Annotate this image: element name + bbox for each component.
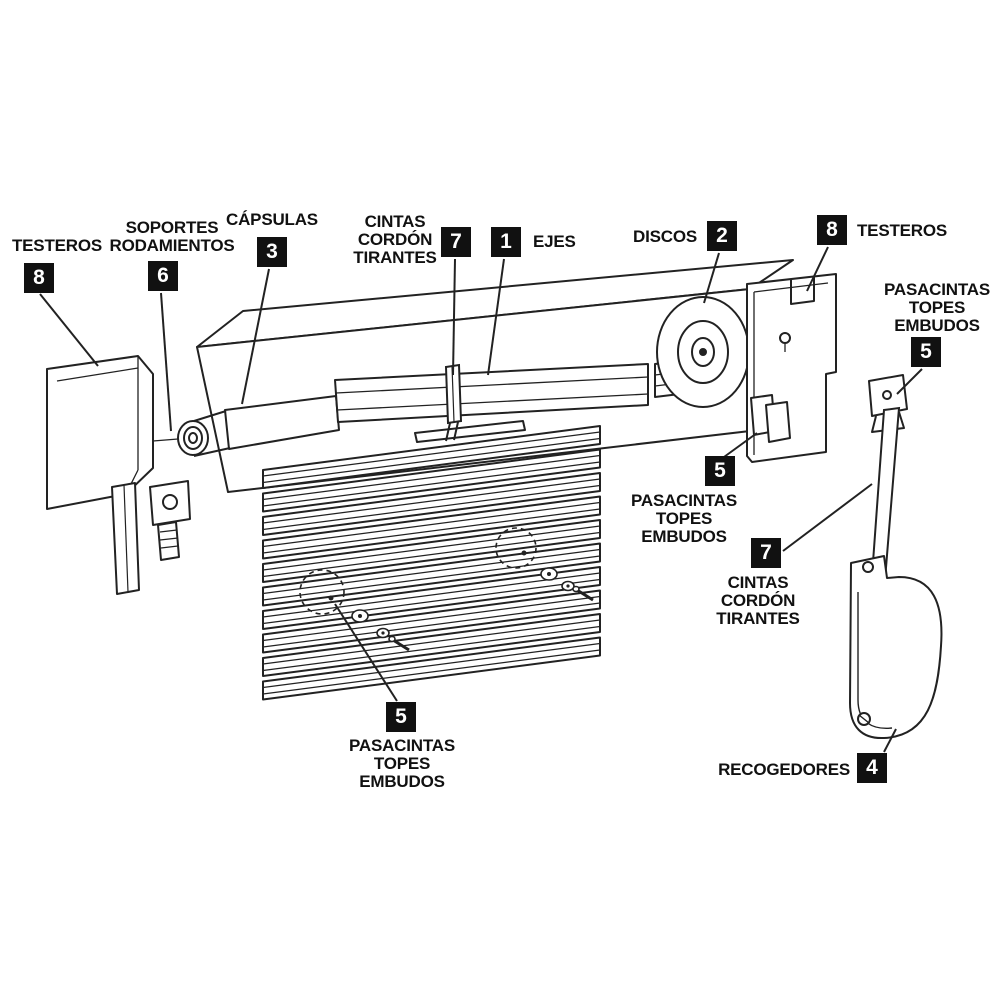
label-discos: DISCOS — [628, 228, 702, 246]
label-line: PASACINTAS — [349, 736, 455, 755]
label-line: CINTAS — [364, 212, 426, 231]
label-line: CORDÓN — [720, 591, 796, 610]
label-ejes: EJES — [533, 233, 603, 251]
badge-discos: 2 — [707, 221, 737, 251]
label-line: RECOGEDORES — [718, 760, 850, 779]
label-line: TOPES — [655, 509, 713, 528]
badge-capsulas: 3 — [257, 237, 287, 267]
badge-soportes-rodamientos: 6 — [148, 261, 178, 291]
label-line: TESTEROS — [857, 221, 948, 240]
label-line: EJES — [533, 232, 576, 251]
label-line: EMBUDOS — [359, 772, 445, 791]
label-pasacintas-bottom: PASACINTAS TOPES EMBUDOS — [340, 737, 464, 791]
label-line: TIRANTES — [716, 609, 800, 628]
label-line: SOPORTES — [125, 218, 219, 237]
fastener-markers-drawing — [299, 527, 594, 652]
badge-ejes: 1 — [491, 227, 521, 257]
pasacintas-funnel-drawing — [750, 394, 791, 443]
badge-testeros-left: 8 — [24, 263, 54, 293]
label-capsulas: CÁPSULAS — [222, 211, 322, 229]
label-pasacintas-right: PASACINTAS TOPES EMBUDOS — [878, 281, 996, 335]
label-line: EMBUDOS — [894, 316, 980, 335]
label-soportes-rodamientos: SOPORTES RODAMIENTOS — [108, 219, 236, 255]
left-testero-drawing — [46, 355, 154, 510]
label-line: CÁPSULAS — [226, 210, 318, 229]
label-line: TESTEROS — [11, 236, 103, 255]
label-line: DISCOS — [633, 227, 697, 246]
label-line: RODAMIENTOS — [109, 236, 235, 255]
bearing-support-drawing — [149, 438, 191, 561]
label-line: EMBUDOS — [641, 527, 727, 546]
support-post-drawing — [111, 482, 140, 595]
capsule-bearing-drawing — [177, 410, 231, 457]
badge-cintas-cordon-tirantes-right: 7 — [751, 538, 781, 568]
label-line: PASACINTAS — [631, 491, 737, 510]
label-recogedores: RECOGEDORES — [698, 761, 850, 779]
slat-curtain-drawing — [262, 425, 601, 701]
label-testeros-left: TESTEROS — [4, 237, 110, 255]
label-pasacintas-mid: PASACINTAS TOPES EMBUDOS — [624, 492, 744, 546]
badge-pasacintas-bottom: 5 — [386, 702, 416, 732]
badge-pasacintas-mid: 5 — [705, 456, 735, 486]
label-line: TOPES — [908, 298, 966, 317]
label-line: PASACINTAS — [884, 280, 990, 299]
label-testeros-right: TESTEROS — [857, 222, 952, 240]
label-line: TIRANTES — [353, 248, 437, 267]
tape-band-drawing — [444, 363, 463, 442]
label-line: CORDÓN — [357, 230, 433, 249]
badge-pasacintas-right: 5 — [911, 337, 941, 367]
label-cintas-cordon-tirantes-top: CINTAS CORDÓN TIRANTES — [342, 213, 448, 267]
disc-drawing — [656, 296, 750, 408]
leader-lines — [39, 246, 923, 753]
label-line: TOPES — [373, 754, 431, 773]
label-line: CINTAS — [727, 573, 789, 592]
label-cintas-cordon-tirantes-right: CINTAS CORDÓN TIRANTES — [704, 574, 812, 628]
recogedor-drawing — [849, 555, 943, 740]
badge-recogedores: 4 — [857, 753, 887, 783]
badge-testeros-right: 8 — [817, 215, 847, 245]
badge-cintas-cordon-tirantes-top: 7 — [441, 227, 471, 257]
